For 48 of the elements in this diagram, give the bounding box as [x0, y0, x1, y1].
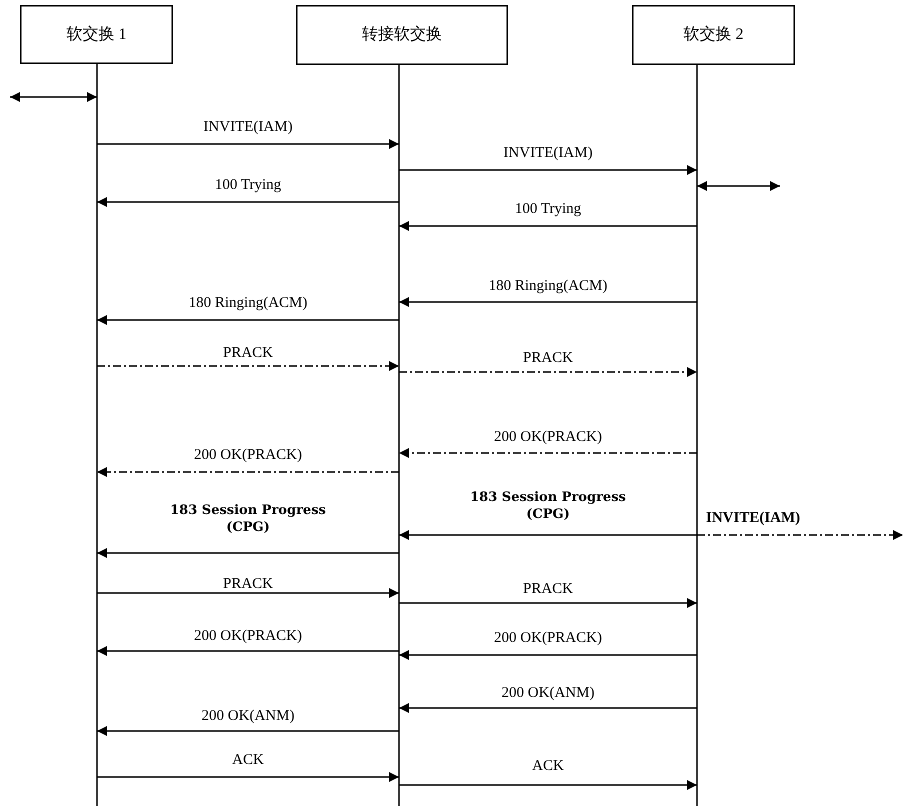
edge-label: INVITE(IAM)	[202, 119, 294, 136]
arrow	[97, 726, 399, 736]
edge-label: 200 OK(ANM)	[200, 708, 296, 725]
edge-label: ACK	[531, 758, 565, 775]
arrow	[97, 467, 399, 477]
arrow	[97, 772, 399, 782]
arrow	[399, 165, 697, 175]
arrow	[399, 598, 697, 608]
arrow	[697, 530, 903, 540]
arrow	[97, 197, 399, 207]
edge-label: 200 OK(ANM)	[500, 685, 596, 702]
arrow	[97, 588, 399, 598]
arrow	[10, 92, 97, 102]
arrow	[399, 780, 697, 790]
arrow	[399, 703, 697, 713]
edge-label: 200 OK(PRACK)	[493, 630, 603, 647]
edge-label: 100 Trying	[214, 177, 282, 194]
arrow	[399, 221, 697, 231]
arrow	[97, 139, 399, 149]
edge-label: 200 OK(PRACK)	[193, 447, 303, 464]
edge-label: PRACK	[522, 350, 574, 367]
participant-name: 软交换 2	[682, 25, 744, 45]
edge-label: ACK	[231, 752, 265, 769]
arrow	[399, 650, 697, 660]
edge-label: INVITE(IAM)	[502, 145, 594, 162]
arrow	[97, 315, 399, 325]
participant-lifeline	[20, 5, 173, 806]
arrow	[399, 448, 697, 458]
edge-label: 180 Ringing(ACM)	[488, 278, 608, 295]
edge-label: PRACK	[222, 576, 274, 593]
edge-label: 180 Ringing(ACM)	[188, 295, 308, 312]
edge-label: 200 OK(PRACK)	[193, 628, 303, 645]
arrow	[399, 297, 697, 307]
arrow	[97, 548, 399, 558]
edge-label: 183 Session Progress (CPG)	[169, 502, 327, 536]
participant-name: 软交换 1	[66, 24, 128, 44]
arrow	[399, 367, 697, 377]
edge-label: INVITE(IAM)	[706, 510, 802, 527]
arrow	[399, 530, 697, 540]
arrow	[97, 361, 399, 371]
edge-label: PRACK	[222, 345, 274, 362]
arrow	[97, 646, 399, 656]
edge-label: PRACK	[522, 581, 574, 598]
edge-label: 100 Trying	[514, 201, 582, 218]
edge-label: 200 OK(PRACK)	[493, 429, 603, 446]
edge-label: 183 Session Progress (CPG)	[469, 489, 627, 523]
arrow	[697, 181, 780, 191]
participant-name: 转接软交换	[361, 25, 443, 45]
